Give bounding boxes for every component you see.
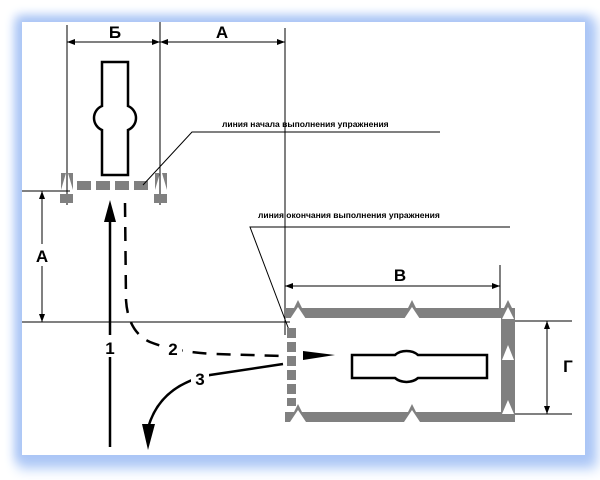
start-line-label: линия начала выполнения упражнения [222, 119, 389, 129]
arrowhead-icon [142, 424, 155, 450]
dim-a-left-label: А [36, 247, 48, 266]
arrowhead-icon [104, 200, 116, 222]
box-markings [285, 300, 515, 422]
vehicle-start-icon [92, 60, 138, 177]
path-2-arrow [123, 202, 283, 358]
path-3-arrow [146, 362, 284, 429]
dim-g-label: Г [563, 357, 573, 376]
cones [290, 307, 514, 422]
dim-a-top-label: А [216, 23, 228, 42]
start-line-leader [142, 131, 440, 186]
path-1-label: 1 [105, 339, 114, 358]
finish-line-leader [249, 226, 510, 331]
start-line-markings [60, 173, 167, 203]
arrowhead-icon [303, 351, 335, 360]
dim-v-label: В [394, 266, 406, 285]
vehicle-box-icon [350, 349, 489, 384]
dim-b-label: Б [109, 23, 121, 42]
path-3-label: 3 [195, 370, 204, 389]
path-2-label: 2 [168, 340, 177, 359]
finish-line-label: линия окончания выполнения упражнения [258, 210, 440, 220]
